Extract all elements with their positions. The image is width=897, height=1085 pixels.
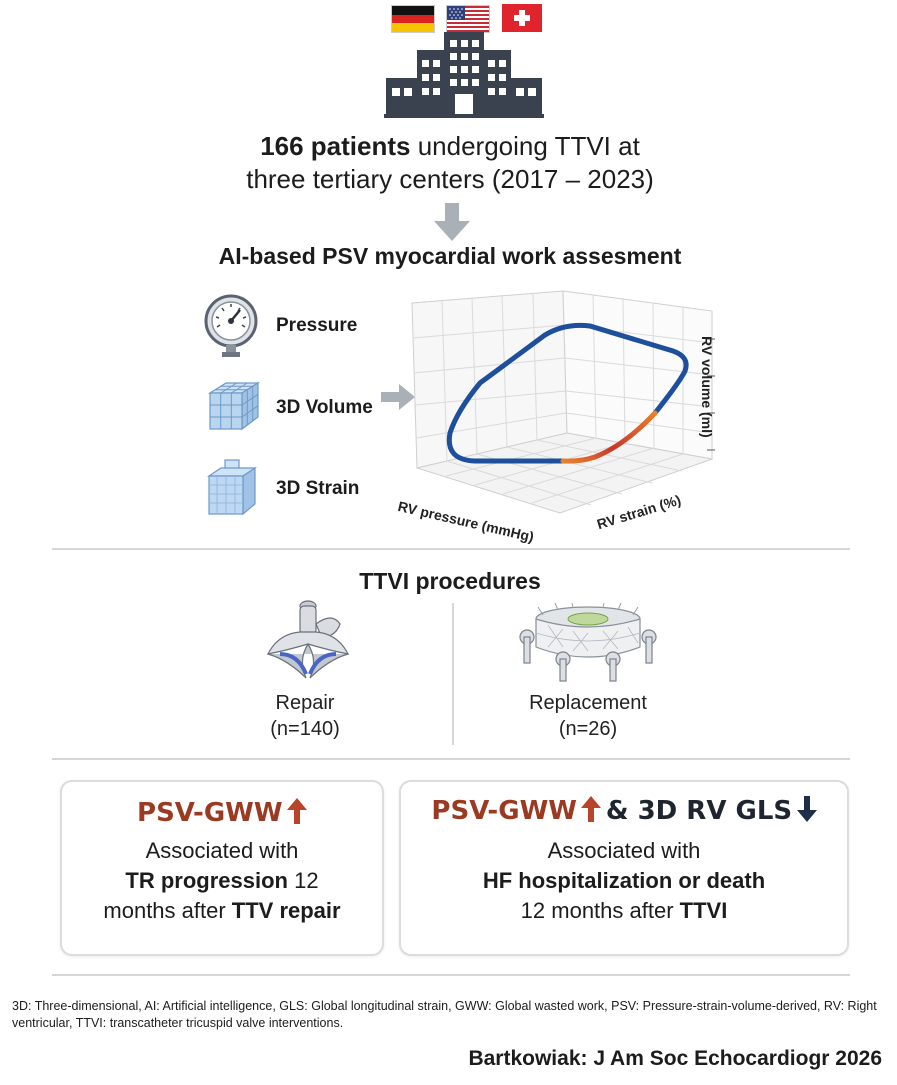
result-card-ttvi: PSV-GWW & 3D RV GLS Associated with HF h… <box>399 780 849 956</box>
loop-blue-segment <box>446 322 689 464</box>
axis-label-volume: RV volume (ml) <box>699 336 715 438</box>
result-card-repair: PSV-GWW Associated with TR progression 1… <box>60 780 384 956</box>
down-arrow-icon <box>796 796 817 822</box>
loop-colored-segment <box>560 410 658 464</box>
input-label-3d-volume: 3D Volume <box>276 397 373 418</box>
procedure-replacement: Replacement (n=26) <box>529 692 647 740</box>
section-divider-2 <box>52 758 850 760</box>
section-divider-3 <box>52 974 850 976</box>
card1-body: Associated with TR progression 12 months… <box>103 838 341 923</box>
switzerland-flag-icon <box>502 4 542 32</box>
replacement-valve-icon <box>519 603 657 682</box>
germany-flag-icon <box>391 5 435 33</box>
repair-device-icon <box>266 600 350 679</box>
procedure-repair: Repair (n=140) <box>270 692 340 740</box>
volume-cube-icon <box>207 381 261 431</box>
pressure-gauge-icon <box>204 294 258 357</box>
patient-count: 166 patients <box>260 131 411 161</box>
pressure-strain-volume-loop-plot <box>411 290 715 514</box>
section-divider-1 <box>52 548 850 550</box>
usa-flag-icon <box>446 5 490 33</box>
input-label-pressure: Pressure <box>276 315 358 336</box>
procedures-divider <box>452 603 454 745</box>
card2-heading: PSV-GWW & 3D RV GLS <box>401 796 847 826</box>
ai-section-title: AI-based PSV myocardial work assesment <box>218 243 682 269</box>
input-arrow-icon <box>381 384 415 410</box>
up-arrow-icon <box>581 796 602 822</box>
abbreviations-footnote: 3D: Three-dimensional, AI: Artificial in… <box>12 999 877 1030</box>
citation: Bartkowiak: J Am Soc Echocardiogr 2026 <box>468 1047 882 1070</box>
down-arrow-icon <box>434 203 470 241</box>
up-arrow-icon <box>286 798 307 824</box>
input-label-3d-strain: 3D Strain <box>276 478 360 499</box>
card2-body: Associated with HF hospitalization or de… <box>482 838 766 923</box>
card1-heading: PSV-GWW <box>62 798 382 828</box>
strain-block-icon <box>207 459 257 516</box>
cohort-description: 166 patients undergoing TTVI at three te… <box>246 131 654 194</box>
procedures-title: TTVI procedures <box>359 568 541 594</box>
hospital-building-icon <box>384 32 544 118</box>
